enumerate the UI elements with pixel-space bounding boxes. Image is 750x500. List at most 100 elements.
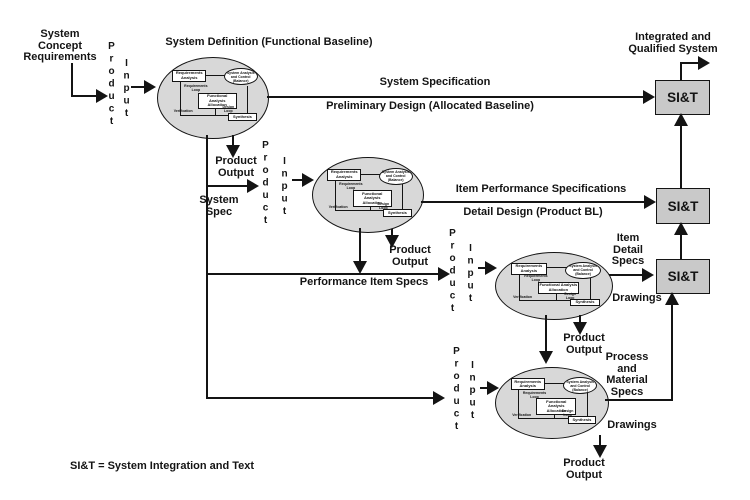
- performance-item-specs-label: Performance Item Specs: [299, 276, 429, 288]
- arrowhead-stage1-product-output-icon: [226, 145, 240, 158]
- connector-into-stage3: [478, 267, 486, 269]
- product-vertical-label-4: Product: [451, 346, 462, 434]
- sit-box-3: SI&T: [656, 259, 710, 294]
- arrowhead-sit2-to-sit1-icon: [674, 113, 688, 126]
- mini-connector-line: [590, 276, 592, 300]
- mini-connector-line: [542, 383, 565, 385]
- mini-design-loop-label: Design Loop: [564, 291, 576, 300]
- mini-requirements-loop-label: Requirements Loop: [524, 274, 548, 283]
- system-specification-label: System Specification: [379, 76, 491, 88]
- mini-system-analysis-control-oval: System Analysis and Control (Balance): [223, 68, 258, 86]
- mini-connector-line: [358, 174, 381, 176]
- connector-item-performance: [421, 201, 644, 203]
- mini-connector-line: [203, 75, 226, 77]
- product-output-label-4: Product Output: [563, 457, 605, 481]
- arrowhead-sit3-to-sit2-icon: [674, 222, 688, 235]
- stage1-ellipse: Requirements Analysis System Analysis an…: [157, 57, 269, 139]
- arrowhead-item-detail-specs-icon: [642, 268, 654, 282]
- mini-system-analysis-control-oval: System Analysis and Control (Balance): [378, 167, 413, 185]
- mini-synthesis-box: Synthesis: [228, 113, 257, 121]
- connector-item-detail-specs: [609, 274, 642, 276]
- system-spec-label: System Spec: [199, 194, 239, 218]
- process-material-specs-label: Process and Material Specs: [605, 351, 649, 398]
- mini-synthesis-box: Synthesis: [383, 209, 412, 217]
- mini-connector-line: [555, 289, 557, 300]
- connector-stage1-product-output: [232, 135, 234, 146]
- item-detail-specs-label: Item Detail Specs: [611, 232, 645, 267]
- arrowhead-integrated-output-icon: [698, 56, 710, 70]
- drawings-label-1: Drawings: [612, 292, 662, 304]
- mini-requirements-analysis-box: Requirements Analysis: [172, 69, 207, 82]
- mini-synthesis-box: Synthesis: [567, 416, 597, 424]
- mini-connector-line: [518, 271, 520, 300]
- systems-engineering-mini-diagram: Requirements Analysis System Analysis an…: [506, 261, 601, 311]
- mini-connector-line: [247, 86, 249, 115]
- connector-stage4-product-output: [599, 435, 601, 445]
- mini-design-loop-label: Design Loop: [377, 201, 390, 210]
- connector-concept-down: [71, 63, 73, 96]
- connector-sit3-to-sit2: [680, 235, 682, 259]
- arrowhead-stage2-feed-icon: [353, 261, 367, 274]
- mini-verification-label: Verification: [328, 205, 348, 210]
- product-vertical-label-2: Product: [260, 140, 271, 228]
- mini-connector-line: [402, 184, 404, 211]
- sit-box-1: SI&T: [655, 80, 710, 115]
- mini-functional-analysis-box: Functional Analysis Allocation: [536, 398, 577, 415]
- mini-functional-analysis-box: Functional Analysis Allocation: [197, 92, 237, 110]
- mini-connector-line: [334, 178, 336, 211]
- connector-stage2-feed-down: [359, 228, 361, 262]
- arrowhead-performance-item-specs-icon: [438, 267, 450, 281]
- arrowhead-into-stage4-icon: [487, 381, 499, 395]
- connector-sit1-up: [680, 62, 682, 80]
- connector-into-stage2: [292, 179, 302, 181]
- connector-system-specification: [267, 96, 643, 98]
- connector-stage1-feed-down: [206, 135, 208, 399]
- mini-functional-analysis-box: Functional Analysis Allocation: [537, 281, 579, 294]
- mini-connector-line: [334, 210, 387, 212]
- product-vertical-label-3: Product: [447, 228, 458, 316]
- integrated-qualified-system-label: Integrated and Qualified System: [628, 31, 718, 55]
- stage3-ellipse: Requirements Analysis System Analysis an…: [495, 252, 613, 320]
- connector-concept-right: [71, 95, 96, 97]
- connector-stage4-feed: [206, 397, 433, 399]
- drawings-label-2: Drawings: [607, 419, 657, 431]
- mini-connector-line: [518, 387, 520, 418]
- product-output-label-2: Product Output: [389, 244, 431, 268]
- connector-process-material: [605, 399, 673, 401]
- stage1-title: System Definition (Functional Baseline): [165, 36, 373, 48]
- stage2-ellipse: Requirements Analysis System Analysis an…: [312, 157, 424, 233]
- mini-verification-label: Verification: [512, 412, 532, 417]
- connector-stage4-to-sit3: [671, 305, 673, 401]
- mini-connector-line: [544, 267, 568, 269]
- mini-verification-label: Verification: [173, 109, 193, 114]
- arrowhead-concept-icon: [96, 89, 108, 103]
- preliminary-design-label: Preliminary Design (Allocated Baseline): [326, 100, 534, 112]
- mini-synthesis-box: Synthesis: [570, 298, 600, 307]
- mini-design-loop-label: Design Loop: [561, 409, 574, 418]
- input-vertical-label-2: Input: [279, 156, 290, 219]
- arrowhead-into-stage1-icon: [144, 80, 156, 94]
- arrowhead-stage4-feed-icon: [433, 391, 445, 405]
- systems-engineering-mini-diagram: Requirements Analysis System Analysis an…: [323, 167, 413, 223]
- mini-requirements-analysis-box: Requirements Analysis: [327, 168, 362, 181]
- arrowhead-stage3-product-output-icon: [573, 322, 587, 335]
- input-vertical-label-1: Input: [121, 58, 132, 121]
- arrowhead-stage4-to-sit3-icon: [665, 292, 679, 305]
- product-output-label-3: Product Output: [563, 332, 605, 356]
- mini-system-analysis-control-oval: System Analysis and Control (Balance): [565, 261, 601, 279]
- arrowhead-into-stage3-icon: [485, 261, 497, 275]
- mini-system-analysis-control-oval: System Analysis and Control (Balance): [563, 377, 598, 395]
- arrowhead-stage3-to-stage4-icon: [539, 351, 553, 364]
- mini-requirements-loop-label: Requirements Loop: [339, 181, 363, 190]
- connector-stage2-product-output: [391, 229, 393, 236]
- detail-design-label: Detail Design (Product BL): [463, 206, 603, 218]
- mini-design-loop-label: Design Loop: [222, 105, 235, 114]
- connector-stage3-product-output: [579, 315, 581, 323]
- input-vertical-label-4: Input: [467, 360, 478, 423]
- mini-requirements-analysis-box: Requirements Analysis: [510, 378, 545, 391]
- mini-connector-line: [518, 417, 572, 419]
- arrowhead-item-performance-icon: [644, 195, 656, 209]
- input-vertical-label-3: Input: [465, 243, 476, 306]
- connector-system-spec: [207, 185, 247, 187]
- connector-into-stage1: [131, 86, 144, 88]
